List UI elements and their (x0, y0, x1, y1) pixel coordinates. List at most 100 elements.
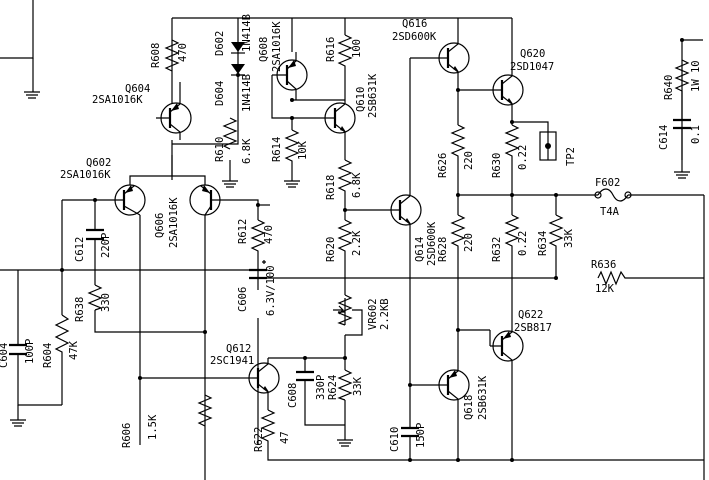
label-r622: R622 (253, 427, 265, 452)
label-r620: R620 (325, 237, 337, 262)
label-c610-value: 150P (415, 423, 427, 448)
label-r606-value: 1.5K (147, 414, 159, 440)
resistor-r612 (250, 219, 266, 255)
transistor-q622 (489, 326, 524, 366)
label-r610-value: 6.8K (241, 138, 253, 164)
component-labels: R608 470 D602 1N414B D604 1N414B Q604 2S… (0, 14, 702, 452)
resistor-r630 (504, 124, 520, 165)
label-q618-value: 2SB631K (477, 375, 489, 420)
diodes (231, 42, 245, 76)
label-r618: R618 (325, 175, 337, 200)
resistor-r620 (337, 219, 353, 258)
label-q602: Q602 (86, 157, 111, 169)
capacitor-c606 (249, 268, 267, 280)
transistor-q608 (272, 52, 308, 100)
label-r632-value: 0.22 (517, 231, 529, 256)
label-q616: Q616 (402, 18, 427, 30)
label-q604-value: 2SA1016K (92, 94, 143, 106)
label-r616: R616 (325, 37, 337, 62)
label-c604: C604 (0, 343, 10, 368)
label-r640-value: 1W 10 (690, 60, 702, 92)
label-tp2: TP2 (565, 147, 577, 166)
capacitor-c608 (296, 370, 314, 382)
transistor-q618 (438, 365, 470, 405)
label-r612: R612 (237, 219, 249, 244)
resistor-r624 (337, 369, 353, 401)
label-r614-value: 10K (297, 140, 309, 160)
resistor-r608 (164, 39, 180, 72)
transistor-q612 (248, 360, 280, 395)
label-r636-value: 12K (595, 283, 615, 295)
transistor-q610 (310, 100, 356, 135)
label-c610: C610 (389, 427, 401, 452)
label-q620-value: 2SD1047 (510, 61, 554, 73)
test-point-tp2 (539, 131, 557, 161)
label-r608-value: 470 (177, 43, 189, 62)
label-q610-value: 2SB631K (367, 73, 379, 118)
resistor-r622 (260, 409, 276, 445)
label-r626-value: 220 (463, 151, 475, 170)
label-q608: Q608 (258, 37, 270, 62)
resistor-r632 (504, 214, 520, 250)
label-d602-value: 1N414B (241, 14, 253, 52)
label-r614: R614 (271, 137, 283, 162)
resistor-r634 (548, 214, 564, 250)
label-c606-value: 6.3V/100 (265, 265, 277, 316)
label-vr602: VR602 (367, 298, 379, 330)
label-r616-value: 100 (351, 39, 363, 58)
label-r636: R636 (591, 259, 616, 271)
label-q618: Q618 (463, 395, 475, 420)
transistor-q616 (438, 38, 470, 75)
resistor-r628 (450, 214, 466, 250)
label-f602: F602 (595, 177, 620, 189)
label-c612-value: 220P (100, 233, 112, 258)
label-q620: Q620 (520, 48, 545, 60)
diode-d604 (231, 64, 245, 74)
label-r624-value: 33K (352, 376, 364, 396)
label-q612: Q612 (226, 343, 251, 355)
capacitors (9, 91, 691, 445)
resistor-r626 (450, 124, 466, 175)
label-c604-value: 100P (24, 339, 36, 364)
transistor-q602 (110, 184, 146, 216)
transistors (110, 38, 524, 405)
label-r632: R632 (491, 237, 503, 262)
label-q604: Q604 (125, 83, 150, 95)
label-d604: D604 (214, 81, 226, 106)
potentiometer-vr602 (337, 294, 353, 326)
fuse-f602 (594, 188, 632, 202)
label-q606-value: 2SA1016K (168, 197, 180, 248)
resistor-r610 (222, 117, 238, 150)
junction-dots (60, 38, 684, 462)
label-q622: Q622 (518, 309, 543, 321)
label-q610: Q610 (355, 87, 367, 112)
label-q614: Q614 (414, 237, 426, 262)
label-c612: C612 (74, 237, 86, 262)
label-q606: Q606 (154, 213, 166, 238)
label-r608: R608 (150, 43, 162, 68)
transistor-q614 (390, 194, 422, 230)
label-f602-value: T4A (600, 206, 620, 218)
label-q608-value: 2SA1016K (271, 21, 283, 72)
transistor-q620 (492, 72, 524, 108)
label-r618-value: 6.8K (351, 172, 363, 198)
label-r612-value: 470 (263, 225, 275, 244)
label-vr602-value: 2.2KB (379, 298, 391, 330)
label-r630: R630 (491, 153, 503, 178)
label-q612-value: 2SC1941 (210, 355, 254, 367)
label-r624: R624 (327, 375, 339, 400)
label-r634-value: 33K (563, 228, 575, 248)
resistors (54, 34, 690, 445)
label-c606: C606 (237, 287, 249, 312)
label-r620-value: 2.2K (351, 230, 363, 256)
resistor-r638 (87, 284, 103, 311)
resistor-r604 (54, 314, 70, 360)
label-q602-value: 2SA1016K (60, 169, 111, 181)
resistor-r618 (337, 159, 353, 200)
transistor-q606 (189, 184, 225, 216)
label-r628-value: 220 (463, 233, 475, 252)
label-r628: R628 (437, 237, 449, 262)
resistor-r614 (284, 129, 300, 165)
label-r626: R626 (437, 153, 449, 178)
